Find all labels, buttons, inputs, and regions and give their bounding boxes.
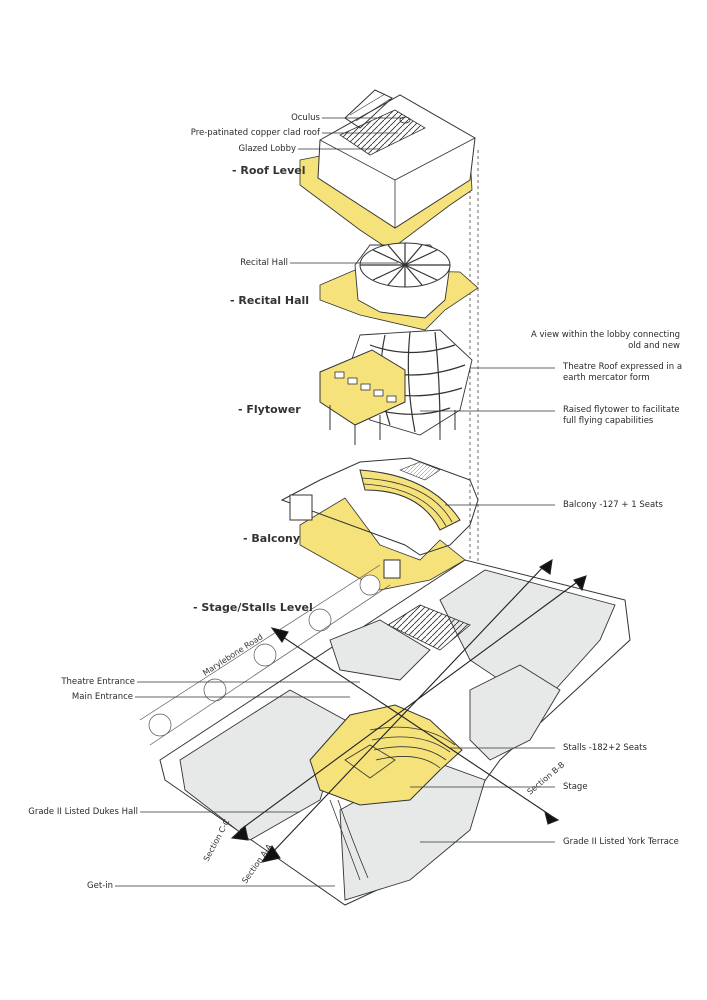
label-theatre-roof: Theatre Roof expressed in a earth mercat…	[563, 362, 683, 383]
roof-level-model	[299, 89, 476, 251]
label-stalls-seats: Stalls -182+2 Seats	[563, 743, 647, 753]
balcony-yellow-floor	[299, 497, 466, 591]
label-glazed-lobby: Glazed Lobby	[238, 144, 296, 154]
section-cc-label: Section C-C	[202, 817, 232, 862]
flytower-model	[319, 329, 473, 445]
label-get-in: Get-in	[87, 881, 113, 891]
fly-grid	[387, 604, 471, 651]
label-raised-flytower: Raised flytower to facilitate full flyin…	[563, 405, 680, 426]
label-lobby-view: A view within the lobby connecting old a…	[530, 330, 680, 351]
label-stage: Stage	[563, 782, 588, 792]
oculus-mark	[399, 116, 411, 124]
label-oculus: Oculus	[291, 113, 320, 123]
stalls-rows	[369, 726, 456, 769]
level-roof: - Roof Level	[232, 164, 306, 177]
section-lines	[230, 558, 587, 863]
label-balcony-seats: Balcony -127 + 1 Seats	[563, 500, 663, 510]
level-recital-hall: - Recital Hall	[230, 294, 310, 307]
balcony-walls	[280, 457, 479, 556]
label-theatre-entrance: Theatre Entrance	[61, 677, 135, 687]
recital-hall-model	[319, 242, 479, 331]
leader-lines	[115, 117, 555, 887]
east-block	[469, 664, 561, 761]
level-stage-stalls: - Stage/Stalls Level	[193, 601, 313, 614]
street-trees	[148, 574, 381, 737]
york-terrace-block	[439, 569, 616, 701]
balcony-tiers	[359, 469, 461, 531]
level-flytower: - Flytower	[238, 403, 301, 416]
label-main-entrance: Main Entrance	[71, 692, 133, 702]
section-bb-label: Section B-B	[526, 760, 567, 796]
dukes-hall-block	[179, 689, 346, 841]
label-recital-hall: Recital Hall	[240, 258, 288, 268]
north-block	[329, 619, 431, 681]
label-york-terrace: Grade II Listed York Terrace	[563, 837, 679, 847]
balcony-model	[280, 457, 479, 591]
roof-skylight-frame	[344, 89, 393, 129]
label-copper-roof: Pre-patinated copper clad roof	[190, 128, 320, 138]
stage-stalls-plan	[139, 558, 631, 906]
level-balcony: - Balcony	[243, 532, 301, 545]
label-dukes-hall: Grade II Listed Dukes Hall	[28, 807, 138, 817]
section-aa-label: Section A-A	[240, 842, 274, 885]
